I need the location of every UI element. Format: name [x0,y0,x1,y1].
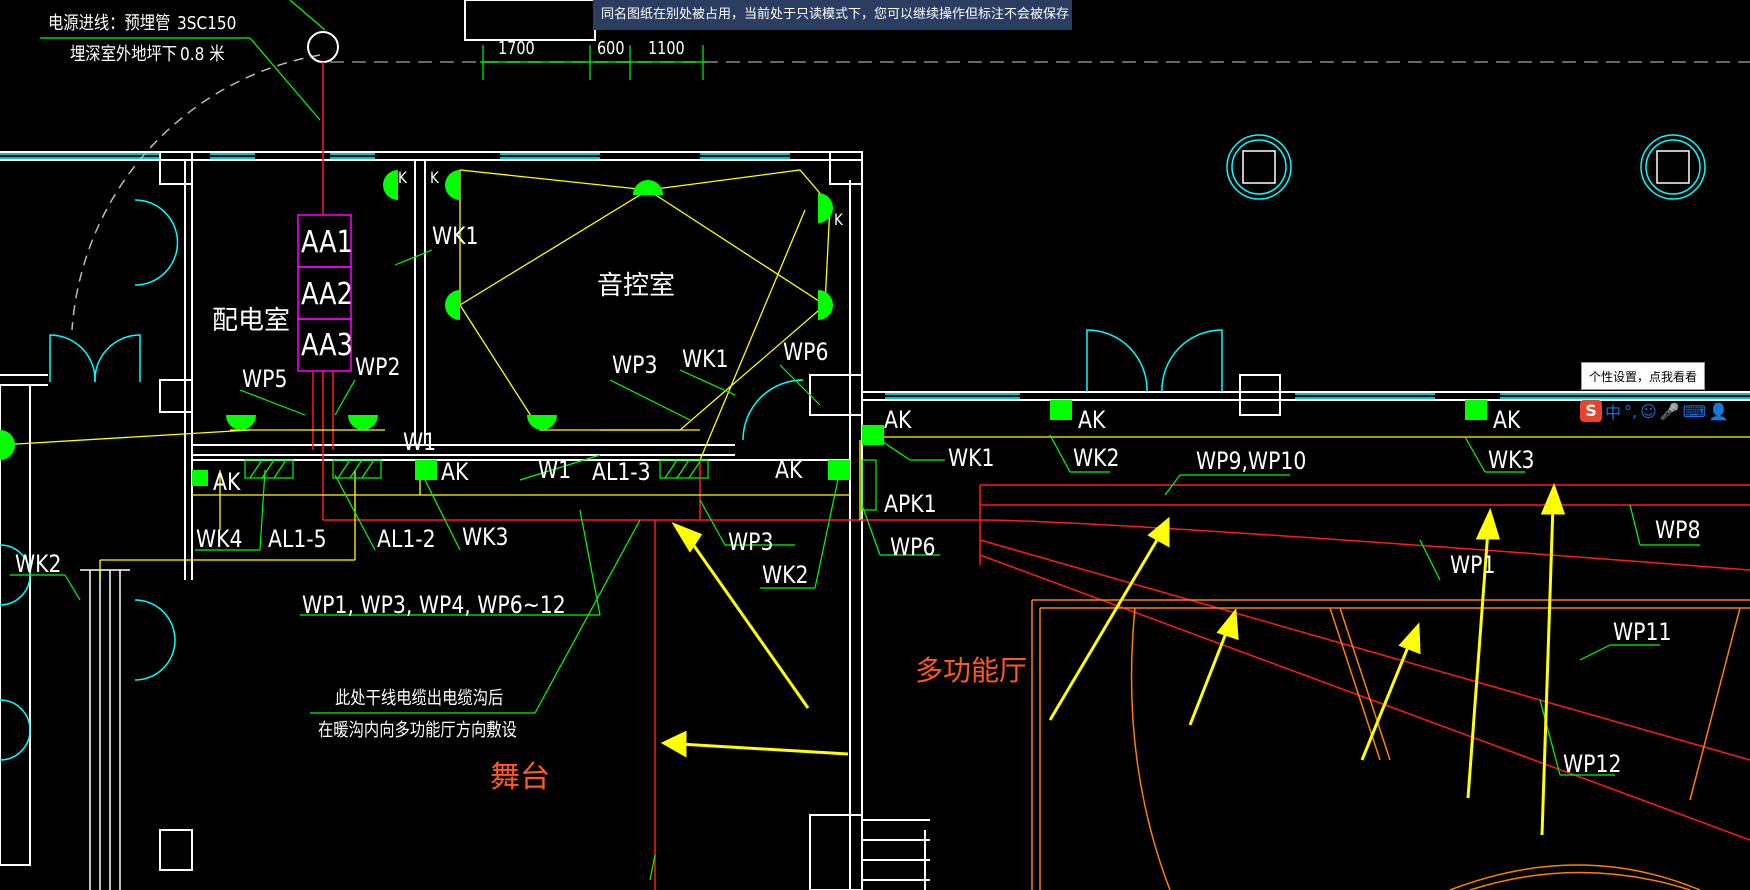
label-wp8: WP8 [1655,516,1701,544]
door-swing-arc [71,54,321,331]
emoji-icon[interactable]: ☺ [1640,401,1657,421]
label-ak-2: AK [441,458,469,486]
depth-value: 0.8 米 [180,44,225,65]
panel-boxes [297,214,352,372]
dimension-1700: 1700 [498,38,535,59]
panel-aa2: AA2 [301,277,353,312]
label-wp3-b: WP3 [728,528,774,556]
ime-toolbar[interactable]: S 中 °, ☺ 🎤 ⌨ 👤 [1580,398,1729,424]
cable-note-line-1: 此处干线电缆出电缆沟后 [335,688,504,709]
light-fixtures [0,170,1487,486]
label-wk1-a: WK1 [432,222,479,250]
windows [0,134,1750,761]
keyboard-icon[interactable]: ⌨ [1682,401,1706,421]
stage-outline [1031,599,1750,890]
dimension-lines [480,45,705,80]
microphone-icon[interactable]: 🎤 [1659,401,1680,421]
panel-aa3: AA3 [301,328,353,363]
room-distribution: 配电室 [212,306,291,336]
ime-punctuation-toggle[interactable]: °, [1624,401,1638,421]
label-wk3-a: WK3 [462,523,509,551]
label-ak-4: AK [884,406,912,434]
label-wp11: WP11 [1613,618,1672,646]
trunk-cables [312,62,1750,890]
label-ak-6: AK [1493,406,1521,434]
dimension-600: 600 [597,38,625,59]
label-ak-3: AK [775,456,803,484]
label-leaders [10,0,1700,881]
label-wk2-c: WK2 [15,550,62,578]
cable-note-line-2: 在暖沟内向多功能厅方向敷设 [318,720,517,741]
lighting-wiring [0,169,1750,580]
power-spec-note: 3SC150 [177,13,237,34]
room-stage: 舞台 [490,760,550,795]
stair-lines [80,569,130,890]
label-apk1: APK1 [884,490,937,518]
dimension-1100: 1100 [648,38,685,59]
label-wk4: WK4 [196,525,243,553]
label-wk2-b: WK2 [1073,444,1120,472]
label-al1-3: AL1-3 [592,458,651,486]
label-k1: K [398,168,407,187]
label-wk3-b: WK3 [1488,446,1535,474]
user-icon[interactable]: 👤 [1708,401,1729,421]
label-wp12: WP12 [1563,750,1622,778]
label-wp6-b: WP6 [890,533,936,561]
ime-settings-tooltip[interactable]: 个性设置，点我看看 [1581,362,1705,390]
ime-mode-toggle[interactable]: 中 [1605,403,1622,422]
room-multi-hall: 多功能厅 [915,654,1028,687]
annotation-arrows [660,482,1566,836]
label-wk1-c: WK1 [948,444,995,472]
label-al1-2: AL1-2 [377,525,436,553]
label-k2: K [430,168,439,187]
readonly-banner: 同名图纸在别处被占用，当前处于只读模式下，您可以继续操作但标注不会被保存 [593,0,1072,30]
label-k3: K [834,210,843,229]
label-wp9-wp10: WP9,WP10 [1196,447,1307,475]
label-wp-group: WP1, WP3, WP4, WP6~12 [302,591,566,619]
label-wk2-a: WK2 [762,561,809,589]
label-wp1: WP1 [1450,551,1496,579]
power-line-note: 电源进线：预埋管 [48,13,171,34]
label-w1-b: W1 [538,456,572,484]
panel-aa1: AA1 [301,225,353,260]
label-wp6-a: WP6 [783,338,829,366]
label-wp3-a: WP3 [612,351,658,379]
room-sound-control: 音控室 [597,271,676,301]
label-wp2: WP2 [355,353,401,381]
distribution-boxes [244,459,877,511]
label-w1-a: W1 [403,428,437,456]
label-wp5: WP5 [242,365,288,393]
label-wk1-b: WK1 [682,345,729,373]
label-ak-1: AK [213,468,241,496]
sogou-logo-icon[interactable]: S [1580,400,1602,422]
label-ak-5: AK [1078,406,1106,434]
depth-note: 埋深室外地坪下 [70,44,178,65]
label-al1-5: AL1-5 [268,525,327,553]
